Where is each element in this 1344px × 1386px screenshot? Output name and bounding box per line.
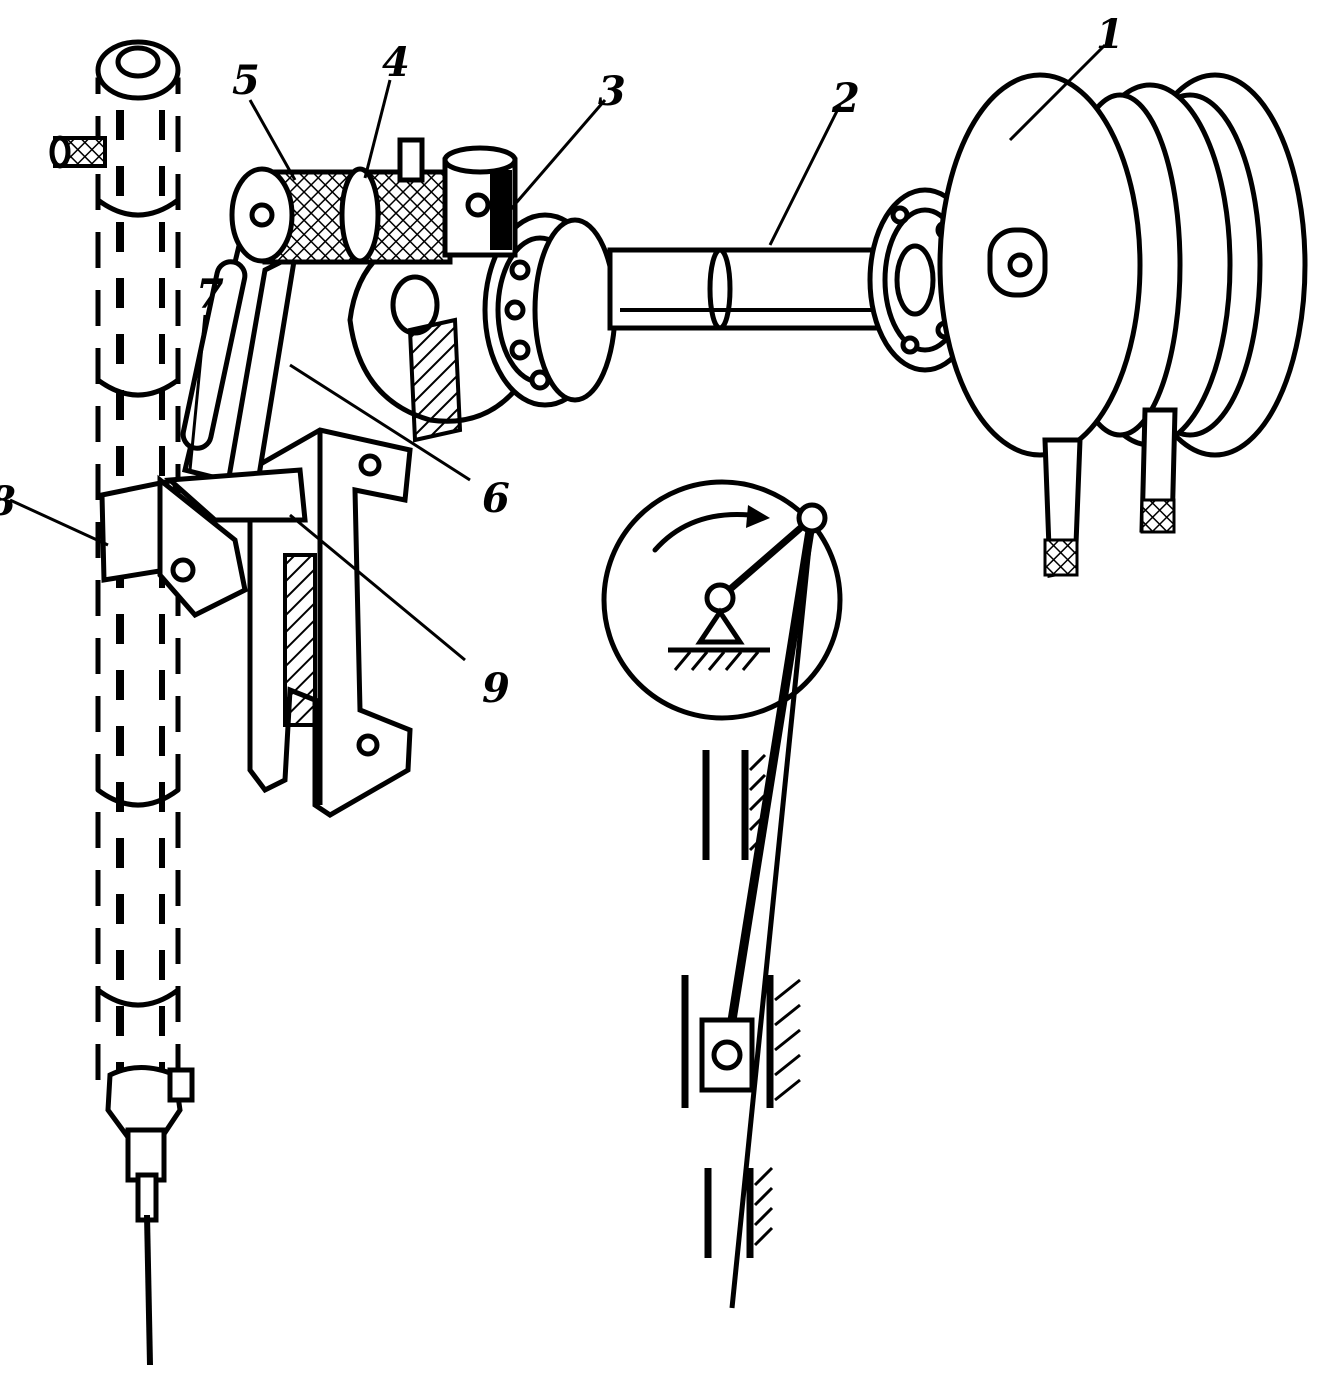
- thread-guide-screw: [49, 135, 107, 169]
- needle-bar-guide-bracket: [247, 427, 413, 818]
- callout-7: 7: [196, 271, 224, 318]
- rotation-arrow-icon: [746, 505, 770, 528]
- collar-4: [339, 137, 453, 265]
- callout-2: 2: [831, 75, 860, 122]
- collar-3-housing: [442, 145, 518, 258]
- drive-belt: [1042, 407, 1178, 579]
- main-shaft: [607, 247, 903, 331]
- callout-4: 4: [382, 39, 410, 86]
- slider-guide-hatch-icon: [774, 978, 801, 1102]
- upper-guide-hatch-icon: [748, 753, 767, 852]
- ground-hatch-icon: [673, 651, 760, 671]
- callout-5: 5: [232, 57, 260, 104]
- crank-link: [163, 197, 308, 523]
- callout-6: 6: [482, 475, 510, 522]
- kinematic-schematic: [601, 479, 843, 1309]
- lower-guide-hatch-icon: [753, 1166, 774, 1247]
- callout-1: 1: [1096, 11, 1124, 58]
- callout-labels: 1 2 3 4 5 6 7 8 9: [0, 11, 1124, 712]
- callout-9: 9: [482, 665, 510, 712]
- needle: [144, 1214, 153, 1366]
- callout-3: 3: [598, 68, 626, 115]
- needle-clamp: [105, 1065, 195, 1223]
- needle-bar-clamp: [99, 474, 248, 619]
- handwheel: [937, 72, 1308, 458]
- callout-8: 8: [0, 478, 16, 525]
- ball-bearing-left: [482, 212, 618, 408]
- leader-lines: [9, 43, 1107, 662]
